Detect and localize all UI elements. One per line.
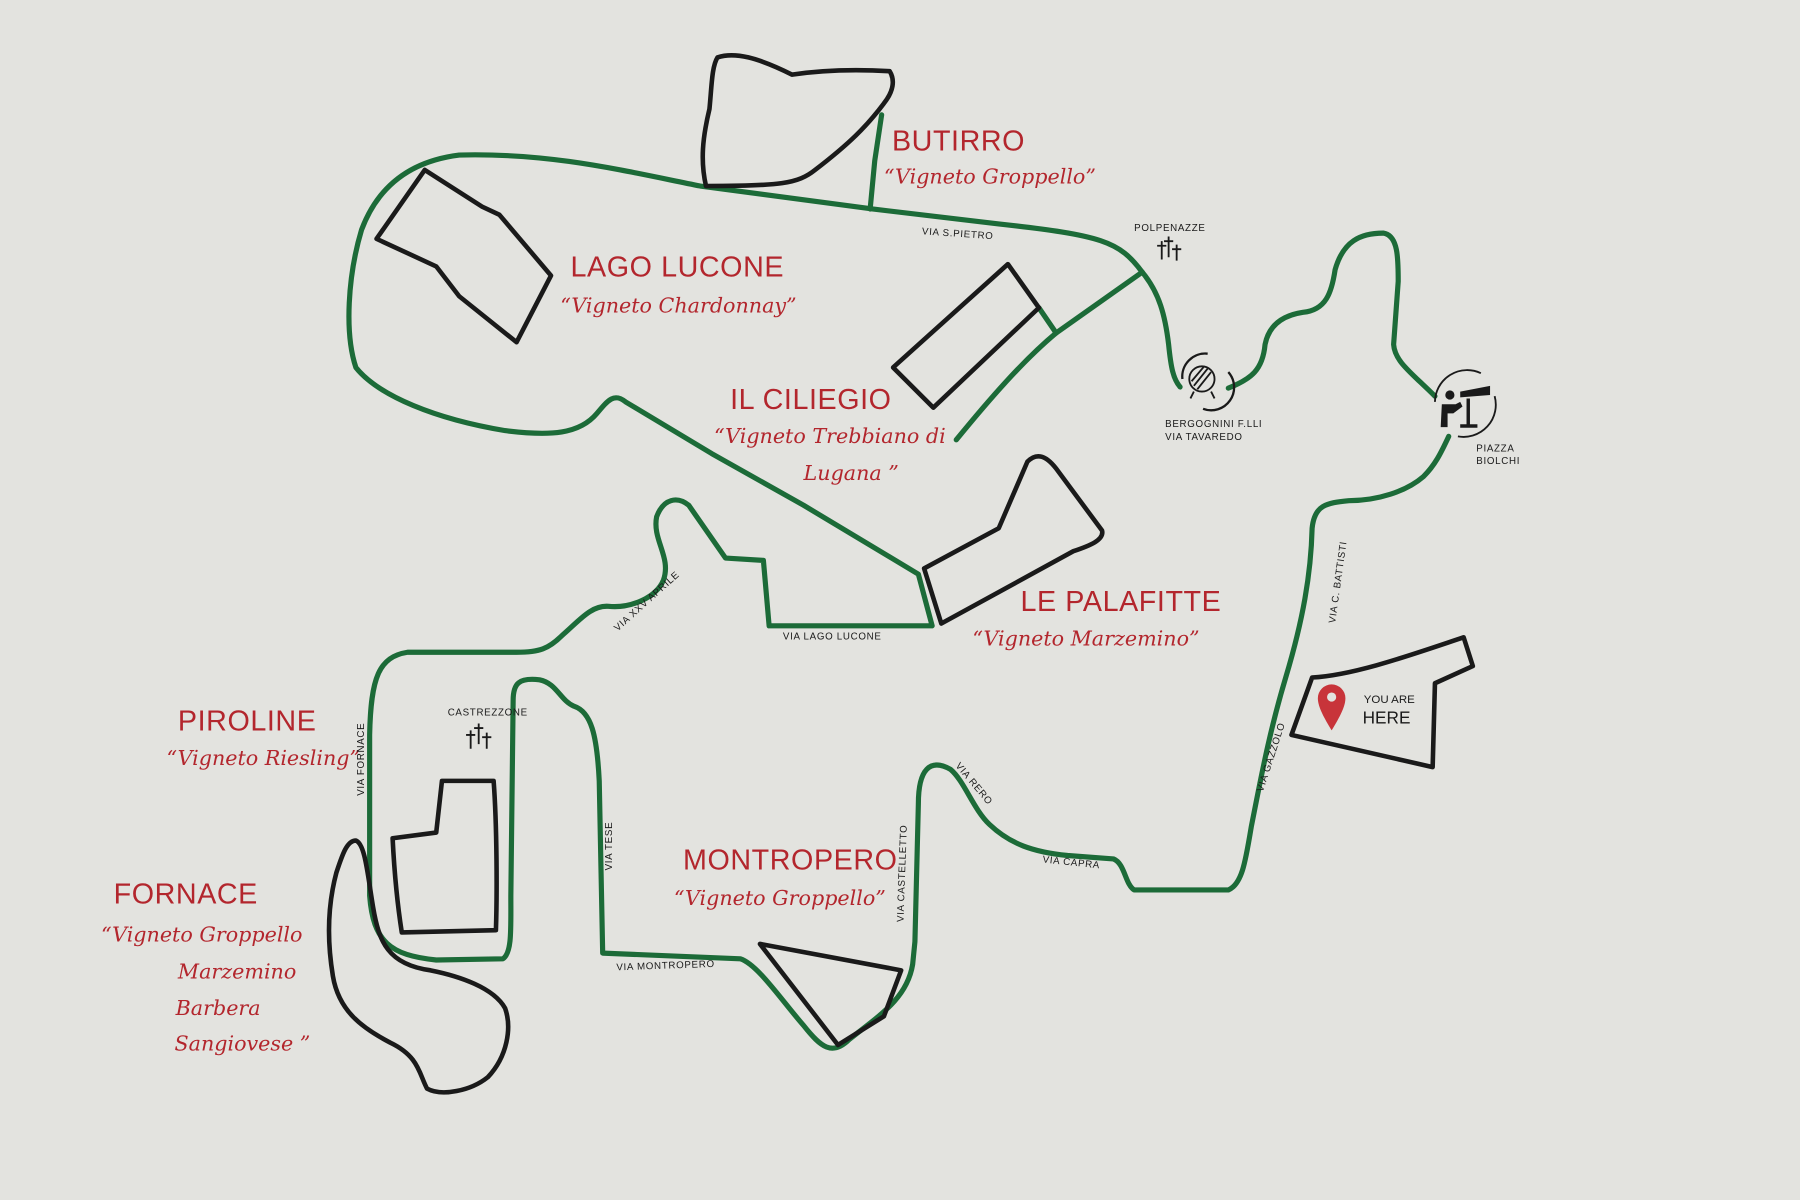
location-pin-icon	[1317, 684, 1346, 731]
street-s-pietro: VIA S.PIETRO	[922, 226, 994, 242]
place-piazza: PIAZZA	[1476, 443, 1514, 454]
road-butirro-connector	[867, 112, 885, 212]
telescope-viewpoint-icon	[1434, 369, 1497, 438]
plot-le-palafitte[interactable]	[921, 454, 1105, 626]
label-lago-lucone: LAGO LUCONE	[571, 252, 785, 284]
label-fornace-variety-1: “Vigneto Groppello	[101, 923, 302, 947]
street-xxv-aprile: VIA XXV APRILE	[612, 569, 682, 633]
label-le-palafitte-variety: “Vigneto Marzemino”	[972, 626, 1199, 650]
place-polpenazze: POLPENAZZE	[1134, 223, 1205, 234]
you-are-here-line1: YOU ARE	[1364, 694, 1415, 706]
label-fornace-variety-3: Barbera	[175, 996, 261, 1020]
road-s-pietro-diagonal	[953, 269, 1145, 443]
label-fornace-variety-2: Marzemino	[177, 959, 296, 983]
street-fornace: VIA FORNACE	[356, 723, 367, 796]
plot-you-are-here[interactable]	[1289, 635, 1476, 770]
label-il-ciliegio-variety-2: Lugana ”	[803, 461, 899, 485]
plot-fornace[interactable]	[326, 838, 511, 1095]
church-cross-icon	[1157, 236, 1182, 261]
plot-il-ciliegio[interactable]	[890, 261, 1042, 410]
place-bergognini: BERGOGNINI F.LLI	[1165, 419, 1262, 430]
street-tese: VIA TESE	[604, 822, 615, 871]
label-il-ciliegio-variety: “Vigneto Trebbiano di	[714, 424, 946, 448]
street-montropero: VIA MONTROPERO	[616, 959, 715, 973]
road-main	[346, 152, 1452, 1051]
plot-montropero[interactable]	[757, 941, 904, 1048]
place-via-tavaredo: VIA TAVAREDO	[1165, 432, 1242, 443]
label-piroline: PIROLINE	[178, 705, 316, 737]
label-fornace-variety-4: Sangiovese ”	[174, 1032, 310, 1056]
road-polpenazze-branch	[1139, 269, 1183, 390]
label-le-palafitte: LE PALAFITTE	[1021, 586, 1222, 618]
label-montropero-variety: “Vigneto Groppello”	[674, 886, 886, 910]
label-butirro-variety: “Vigneto Groppello”	[884, 165, 1096, 189]
street-c-battisti: VIA C. BATTISTI	[1327, 540, 1349, 623]
street-lago-lucone: VIA LAGO LUCONE	[783, 632, 882, 643]
church-cross-icon	[466, 723, 492, 749]
plot-castrezzone[interactable]	[390, 778, 499, 935]
road-tavaredo	[1225, 230, 1438, 399]
place-castrezzone: CASTREZZONE	[448, 707, 528, 718]
label-il-ciliegio: IL CILIEGIO	[730, 384, 891, 416]
wine-barrel-icon	[1181, 352, 1236, 412]
you-are-here-line2: HERE	[1363, 707, 1411, 727]
plot-butirro[interactable]	[700, 52, 896, 189]
label-lago-lucone-variety: “Vigneto Chardonnay”	[560, 293, 796, 317]
label-butirro: BUTIRRO	[892, 125, 1025, 157]
label-montropero: MONTROPERO	[683, 844, 897, 876]
place-biolchi: BIOLCHI	[1476, 456, 1520, 467]
label-fornace: FORNACE	[114, 879, 258, 911]
street-castelletto: VIA CASTELLETTO	[895, 824, 909, 922]
road-spur	[1036, 305, 1059, 336]
label-piroline-variety: “Vigneto Riesling”	[166, 746, 360, 770]
plot-lago-lucone[interactable]	[374, 167, 554, 345]
